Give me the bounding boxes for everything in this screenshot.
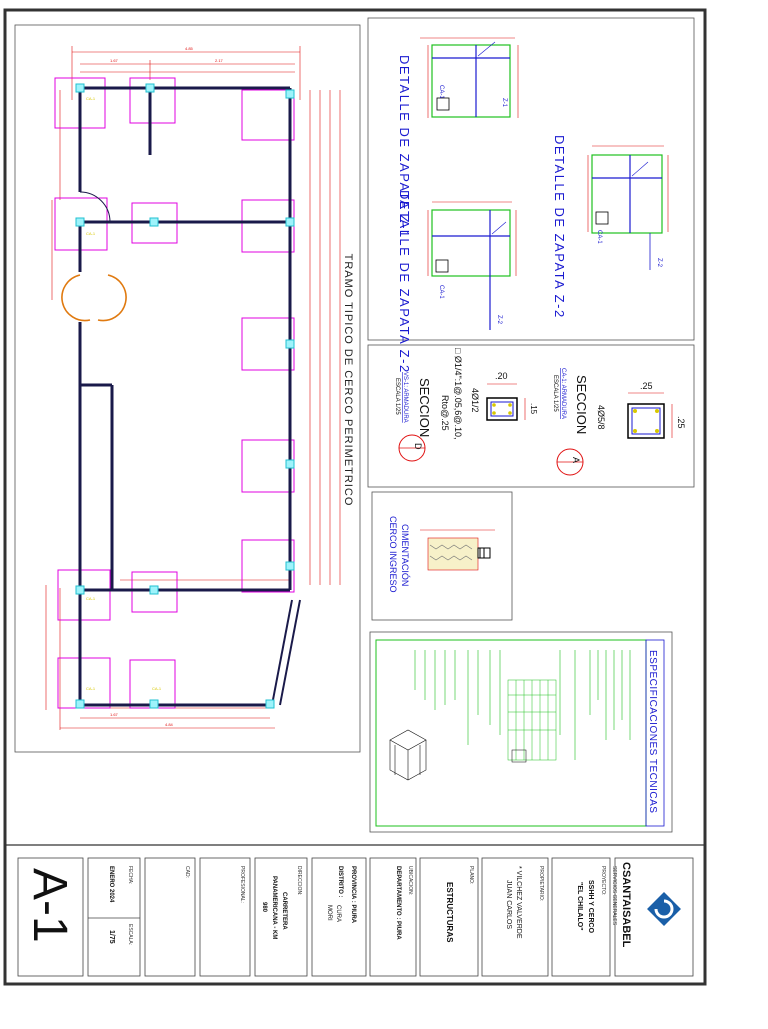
section-d-stirrups: □ Ø1/4":1@.05,6@.10, — [453, 348, 463, 439]
section-d-rto: Rto@.25 — [440, 395, 450, 431]
specs-table — [507, 679, 557, 763]
dim-top-right: 2.17 — [215, 58, 224, 63]
double-door-swing — [61, 274, 127, 322]
specs-text-lines — [414, 650, 631, 760]
detail-z2a-title: DETALLE DE ZAPATA Z-2 — [552, 135, 567, 319]
ubicacion-label: UBICACION: — [407, 866, 413, 896]
provincia: PROVINCIA : PIURA — [350, 866, 356, 924]
detail-z2a-drawing — [587, 145, 669, 270]
section-d-dim-h: .15 — [529, 403, 538, 415]
outer-frame — [3, 8, 707, 986]
cimentacion-line1: CIMENTACIÓN — [400, 524, 410, 586]
plan-footings — [54, 77, 295, 709]
section-d-title: SECCION — [417, 378, 432, 437]
distrito-line2: MORI — [326, 905, 332, 921]
section-d-letter: D — [413, 443, 423, 450]
detail-z2a-ca-tag: CA-1 — [596, 230, 602, 244]
propietario-label: PROPIETARIO: — [538, 866, 544, 902]
section-d-bars: 4Ø1/2 — [470, 388, 480, 413]
svg-text:CA-1: CA-1 — [86, 231, 96, 236]
detail-z2a-tag: Z-2 — [656, 258, 662, 268]
direccion-line1: CARRETERA — [281, 892, 287, 930]
details-panel — [367, 17, 695, 341]
distrito-label: DISTRITO : — [337, 866, 343, 898]
sheet-number: A-1 — [23, 868, 76, 943]
section-a-dim-h: .25 — [676, 416, 686, 429]
dim-bottom-left: 1.67 — [110, 712, 119, 717]
detail-z2b-tag: Z-2 — [496, 315, 502, 325]
section-d-scale: ESCALA 1/25 — [394, 378, 400, 415]
direccion-line2: PANAMERICANA - KM — [271, 876, 277, 940]
detail-z2b-ca-tag: CA-1 — [438, 285, 444, 299]
proyecto-line1: SSHH Y CERCO — [587, 880, 594, 934]
specs-panel — [369, 631, 673, 833]
proyecto-line2: "EL CHILALO" — [576, 882, 583, 931]
profesional-label: PROFESIONAL: — [239, 866, 245, 903]
svg-text:CA-1: CA-1 — [86, 686, 96, 691]
cimentacion-drawing — [420, 529, 495, 571]
specs-title: ESPECIFICACIONES TECNICAS — [647, 650, 658, 813]
plan-dimension-text: 4.85 1.67 2.17 4.84 1.67 — [110, 46, 224, 727]
detail-z2b-title: DETALLE DE ZAPATA Z-2 — [397, 190, 412, 374]
dim-bottom-total: 4.84 — [165, 722, 174, 727]
direccion-label: DIRECCION: — [296, 866, 302, 896]
propietario-line1: * VILCHEZ VALVERDE — [515, 866, 522, 939]
detail-z1-tag: Z-1 — [501, 98, 507, 108]
section-a-title: SECCION — [574, 375, 589, 434]
section-a-drawing — [556, 392, 673, 476]
escala-label: ESCALA: — [127, 924, 133, 946]
svg-text:CA-1: CA-1 — [152, 686, 162, 691]
svg-text:CA-1: CA-1 — [86, 96, 96, 101]
detail-z1-ca-tag: CA-1 — [438, 85, 444, 99]
sections-panel — [367, 344, 695, 488]
dim-top-total: 4.85 — [185, 46, 194, 51]
section-a-sub: CA-1: ARMADURA — [560, 368, 566, 419]
company-name: CSANTAISABEL — [620, 862, 632, 948]
detail-z1-drawing — [420, 37, 519, 118]
cimentacion-panel — [371, 491, 513, 621]
plano-label: PLANO: — [468, 866, 474, 885]
plan-panel — [14, 24, 361, 753]
detail-z1-title: DETALLE DE ZAPATA Z-1 — [397, 55, 412, 239]
section-a-letter: A — [571, 457, 581, 463]
section-a-scale: ESCALA 1/25 — [552, 375, 558, 412]
title-block-frames — [17, 857, 694, 977]
plan-title: TRAMO TIPICO DE CERCO PERIMETRICO — [342, 254, 354, 507]
direccion-line3: 980 — [261, 902, 267, 913]
cad-label: CAD: — [184, 866, 190, 878]
section-d-dim-w: .20 — [495, 371, 508, 381]
company-logo-icon — [647, 892, 681, 926]
section-d-sub: VS-1: ARMADURA — [402, 372, 408, 423]
section-a-bars: 4Ø5/8 — [596, 405, 606, 430]
fecha-label: FECHA: — [127, 866, 133, 885]
plan-walls — [78, 86, 292, 707]
door-swing — [79, 191, 111, 223]
plan-dimension-lines — [45, 46, 341, 730]
fecha-value: ENERO 2024 — [108, 866, 114, 903]
plano-value: ESTRUCTURAS — [445, 882, 454, 943]
plan-columns — [75, 83, 295, 709]
detail-tags: Z-1 CA-1 Z-2 CA-1 Z-2 CA-1 — [438, 85, 662, 325]
distrito-line1: CURA — [335, 905, 341, 923]
departamento: DEPARTAMENTO : PIURA — [395, 866, 401, 940]
company-sub: SERVICIOS GENERALES — [611, 866, 617, 926]
escala-value: 1/75 — [108, 930, 115, 944]
specs-box — [375, 639, 647, 827]
section-d-drawing — [398, 383, 526, 462]
svg-text:CA-1: CA-1 — [86, 596, 96, 601]
gate-line — [271, 599, 301, 706]
proyecto-label: PROYECTO: — [600, 866, 606, 896]
propietario-line2: JUAN CARLOS — [505, 880, 512, 930]
detail-z2b-drawing — [427, 201, 517, 330]
cimentacion-line2: CERCO INGRESO — [388, 516, 398, 593]
dim-top-left: 1.67 — [110, 58, 119, 63]
specs-iso-drawing — [389, 729, 427, 781]
section-a-dim: .25 — [640, 381, 653, 391]
plan-tags: CA-1 CA-1 CA-1 CA-1 CA-1 — [86, 96, 162, 691]
